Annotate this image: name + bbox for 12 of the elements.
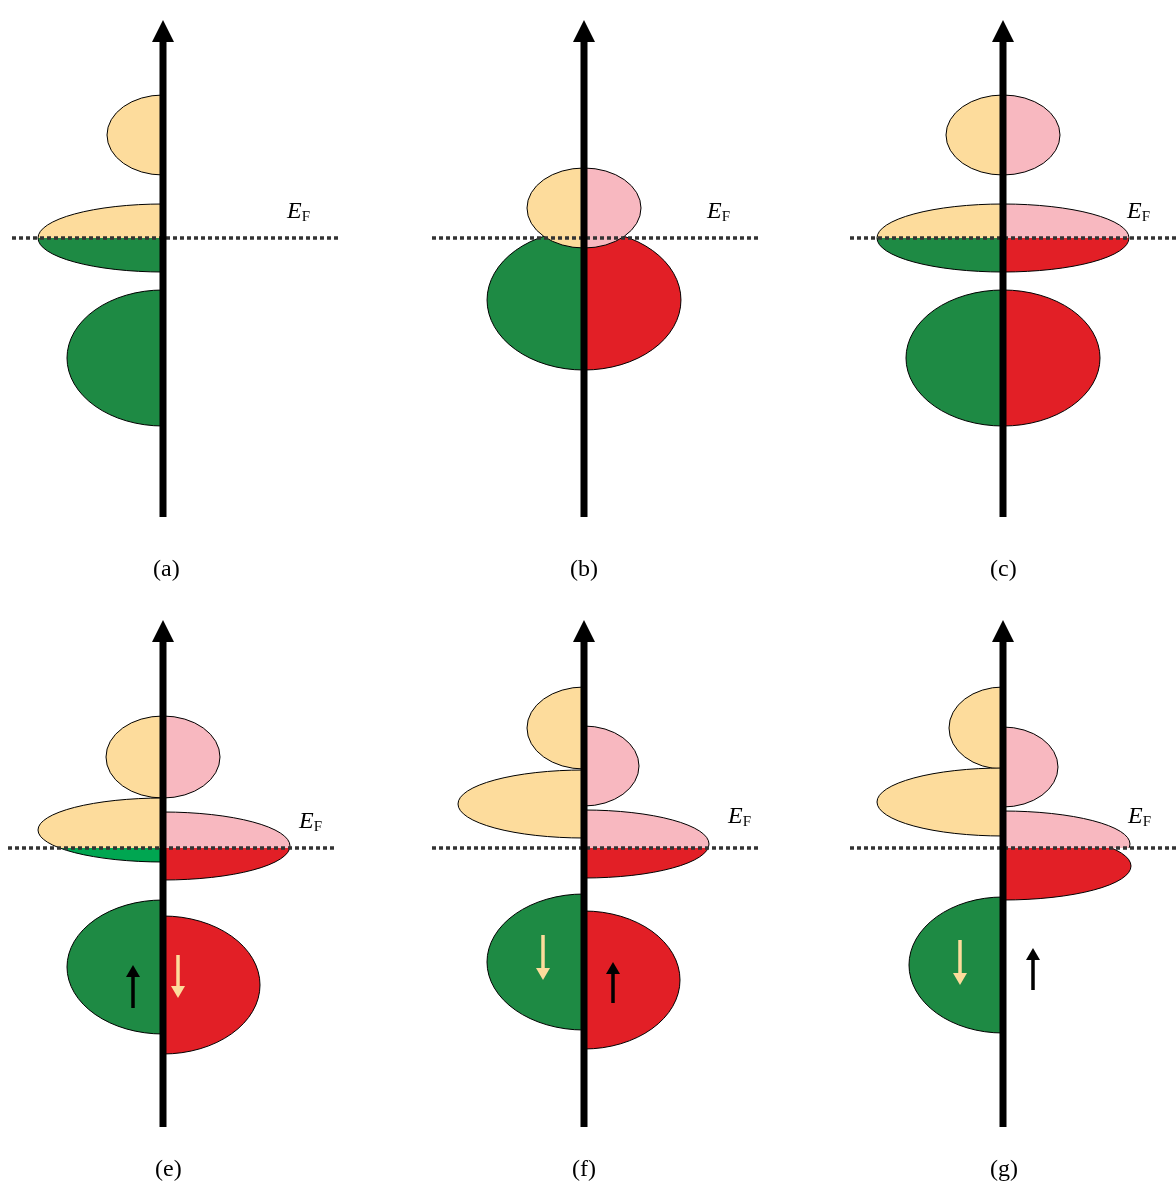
fermi-level-label: E$_{F}$ [1127, 198, 1150, 224]
fermi-level-label: E$_{F}$ [707, 198, 730, 224]
panel-label: (b) [570, 556, 598, 580]
panel-label: (e) [155, 1156, 182, 1180]
panel-label: (g) [990, 1156, 1018, 1180]
panel-label: (a) [153, 556, 180, 580]
fermi-level-label: E$_{F}$ [299, 808, 322, 834]
panel-label: (c) [990, 556, 1017, 580]
panel-label: (f) [572, 1156, 596, 1180]
fermi-level-label: E$_{F}$ [728, 803, 751, 829]
fermi-level-label: E$_{F}$ [1128, 803, 1151, 829]
fermi-level-label: E$_{F}$ [287, 198, 310, 224]
